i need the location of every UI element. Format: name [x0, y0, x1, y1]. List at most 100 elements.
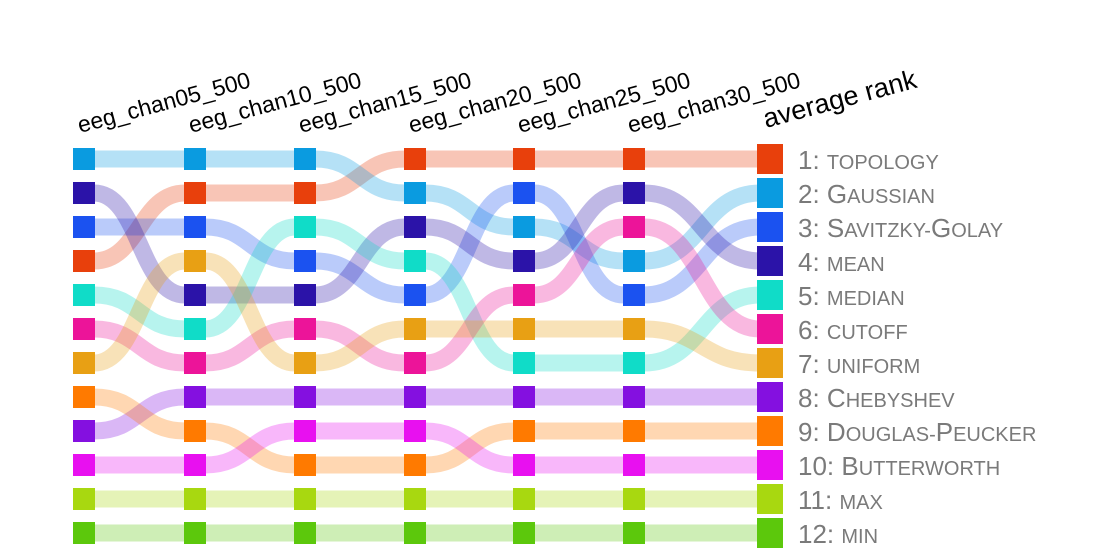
average-rank-square-median [757, 280, 783, 310]
rank-square-butterworth-5 [623, 454, 645, 476]
rank-square-uniform-0 [73, 352, 95, 374]
average-rank-square-mean [757, 246, 783, 276]
rank-square-butterworth-0 [73, 454, 95, 476]
rank-square-topology-0 [73, 250, 95, 272]
ribbon-douglas-peucker-1 [204, 422, 296, 474]
rank-square-butterworth-1 [184, 454, 206, 476]
rank-square-gaussian-2 [294, 148, 316, 170]
rank-square-max-0 [73, 488, 95, 510]
rank-square-cutoff-5 [623, 216, 645, 238]
ribbon-cutoff-5 [643, 218, 761, 338]
average-rank-label: 4: MEAN [798, 247, 885, 277]
rank-square-mean-0 [73, 182, 95, 204]
average-rank-label: 3: SAVITZKY-GOLAY [798, 213, 1003, 243]
rank-square-chebyshev-5 [623, 386, 645, 408]
ribbon-savitzky-golay-2 [314, 252, 406, 304]
rank-square-butterworth-2 [294, 420, 316, 442]
rank-square-median-0 [73, 284, 95, 306]
rank-square-median-4 [513, 352, 535, 374]
average-rank-square-chebyshev [757, 382, 783, 412]
ribbon-uniform-0 [92, 252, 187, 372]
ribbon-cutoff-0 [93, 320, 186, 372]
average-rank-square-min [757, 518, 783, 548]
rank-square-chebyshev-2 [294, 386, 316, 408]
rank-square-cutoff-1 [184, 352, 206, 374]
ribbon-butterworth-1 [204, 422, 296, 474]
ribbon-mean-3 [424, 218, 515, 270]
rank-square-max-1 [184, 488, 206, 510]
ribbon-savitzky-golay-4 [532, 184, 626, 304]
rank-ribbons [92, 150, 761, 542]
rank-square-chebyshev-3 [404, 386, 426, 408]
rank-square-topology-3 [404, 148, 426, 170]
ribbon-cutoff-1 [204, 320, 296, 372]
rank-square-gaussian-3 [404, 182, 426, 204]
rank-square-median-1 [184, 318, 206, 340]
average-rank-label: 6: CUTOFF [798, 315, 908, 345]
rank-square-douglas-peucker-0 [73, 386, 95, 408]
rank-square-savitzky-golay-4 [513, 182, 535, 204]
ribbon-butterworth-3 [424, 422, 515, 474]
rank-square-median-5 [623, 352, 645, 374]
ribbon-gaussian-3 [424, 184, 515, 236]
rank-square-uniform-5 [623, 318, 645, 340]
average-rank-square-uniform [757, 348, 783, 378]
ribbon-cutoff-3 [424, 286, 515, 372]
rank-square-uniform-2 [294, 352, 316, 374]
ribbon-gaussian-2 [314, 150, 406, 202]
rank-square-median-3 [404, 250, 426, 272]
ribbon-savitzky-golay-1 [204, 218, 296, 270]
rank-square-cutoff-3 [404, 352, 426, 374]
ribbon-median-0 [93, 286, 186, 338]
rank-square-min-4 [513, 522, 535, 544]
ribbon-uniform-5 [643, 320, 761, 372]
rank-square-douglas-peucker-4 [513, 420, 535, 442]
rank-square-savitzky-golay-1 [184, 216, 206, 238]
ribbon-cutoff-2 [314, 320, 406, 372]
ribbon-uniform-2 [314, 320, 406, 372]
rank-square-gaussian-1 [184, 148, 206, 170]
rank-square-mean-1 [184, 284, 206, 306]
average-rank-label: 9: DOUGLAS-PEUCKER [798, 417, 1036, 447]
rank-square-savitzky-golay-2 [294, 250, 316, 272]
rank-square-chebyshev-1 [184, 386, 206, 408]
rank-square-uniform-3 [404, 318, 426, 340]
average-rank-label: 7: UNIFORM [798, 349, 920, 379]
rank-square-savitzky-golay-5 [623, 284, 645, 306]
rank-square-max-3 [404, 488, 426, 510]
ribbon-median-1 [203, 218, 297, 338]
column-labels: eeg_chan05_500eeg_chan10_500eeg_chan15_5… [75, 67, 803, 138]
rank-square-uniform-1 [184, 250, 206, 272]
rank-square-max-2 [294, 488, 316, 510]
rank-square-cutoff-0 [73, 318, 95, 340]
rank-square-gaussian-5 [623, 250, 645, 272]
rank-squares [73, 144, 783, 548]
average-rank-label: 5: MEDIAN [798, 281, 905, 311]
average-rank-square-gaussian [757, 178, 783, 208]
average-rank-label: 2: GAUSSIAN [798, 179, 935, 209]
rank-square-min-5 [623, 522, 645, 544]
rank-square-topology-1 [184, 182, 206, 204]
ribbon-mean-2 [314, 218, 406, 304]
rank-square-butterworth-4 [513, 454, 535, 476]
average-rank-square-topology [757, 144, 783, 174]
rank-square-median-2 [294, 216, 316, 238]
ribbon-chebyshev-0 [93, 388, 186, 440]
rank-square-gaussian-4 [513, 216, 535, 238]
average-rank-square-cutoff [757, 314, 783, 344]
rank-square-cutoff-4 [513, 284, 535, 306]
ribbon-topology-0 [93, 184, 186, 270]
rank-square-chebyshev-4 [513, 386, 535, 408]
average-rank-square-savitzky-golay [757, 212, 783, 242]
ribbon-cutoff-4 [533, 218, 625, 304]
rank-square-topology-4 [513, 148, 535, 170]
rank-square-min-2 [294, 522, 316, 544]
rank-square-topology-2 [294, 182, 316, 204]
ribbon-median-2 [314, 218, 406, 270]
rank-square-butterworth-3 [404, 420, 426, 442]
ribbon-mean-0 [92, 184, 187, 304]
rank-square-savitzky-golay-0 [73, 216, 95, 238]
rank-square-min-3 [404, 522, 426, 544]
